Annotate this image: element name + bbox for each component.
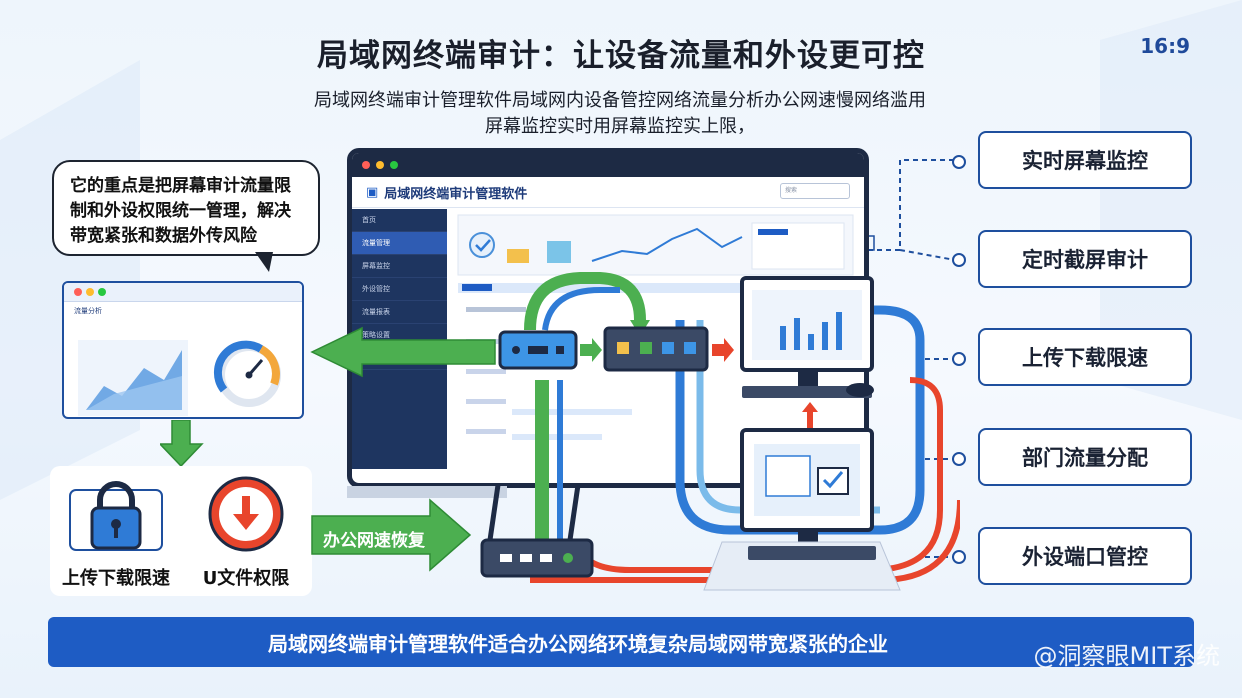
feature-dot [952, 550, 966, 564]
feature-card-realtime-screen: 实时屏幕监控 [978, 131, 1192, 189]
mini-window-charts [78, 340, 281, 416]
sidebar-item-traffic[interactable]: 流量管理 [352, 232, 447, 255]
maximize-dot-icon [98, 288, 106, 296]
sidebar-item-report[interactable]: 流量报表 [352, 301, 447, 324]
window-titlebar [352, 153, 864, 177]
subtitle-line-1: 局域网终端审计管理软件局域网内设备管控网络流量分析办公网速慢网络滥用 [314, 90, 926, 111]
watermark: @洞察眼MIT系统 [1033, 642, 1220, 670]
network-flow-diagram [310, 272, 960, 591]
feature-dot [952, 352, 966, 366]
minimize-dot-icon [376, 161, 384, 169]
app-header: ▣ 局域网终端审计管理软件 [352, 177, 864, 208]
app-title: 局域网终端审计管理软件 [384, 186, 528, 202]
close-dot-icon [74, 288, 82, 296]
sidebar-item-home[interactable]: 首页 [352, 209, 447, 232]
app-logo-icon: ▣ [366, 184, 379, 200]
feature-dot [952, 253, 966, 267]
sidebar-item-peripheral[interactable]: 外设管控 [352, 278, 447, 301]
usb-permission-label: U文件权限 [202, 568, 290, 589]
close-dot-icon [362, 161, 370, 169]
download-restricted-icon [208, 476, 284, 552]
security-panel: 上传下载限速 U文件权限 [50, 466, 312, 596]
down-arrow-icon [160, 420, 204, 468]
dashboard-content [457, 214, 854, 440]
bottom-banner: 局域网终端审计管理软件适合办公网络环境复杂局域网带宽紧张的企业 [48, 617, 1194, 667]
mini-window-titlebar [64, 283, 302, 302]
minimize-dot-icon [86, 288, 94, 296]
sidebar-item-screen[interactable]: 屏幕监控 [352, 255, 447, 278]
subtitle-line-2: 屏幕监控实时用屏幕监控实上限， [485, 116, 755, 137]
office-speed-recovered-label: 办公网速恢复 [323, 530, 425, 551]
speech-bubble: 它的重点是把屏幕审计流量限制和外设权限统一管理，解决带宽紧张和数据外传风险 [52, 160, 320, 256]
upload-limit-label: 上传下载限速 [62, 568, 170, 589]
speech-bubble-tail [255, 252, 273, 272]
search-input[interactable]: 搜索 [780, 183, 850, 199]
monitor-stand [347, 486, 507, 498]
aspect-ratio-label: 16:9 [1140, 34, 1190, 58]
traffic-analysis-window: 流量分析 [62, 281, 304, 419]
feature-card-dept-traffic: 部门流量分配 [978, 428, 1192, 486]
maximize-dot-icon [390, 161, 398, 169]
feature-card-port-control: 外设端口管控 [978, 527, 1192, 585]
mini-window-title: 流量分析 [74, 307, 102, 315]
lock-icon [69, 481, 163, 551]
feature-card-screenshot-audit: 定时截屏审计 [978, 230, 1192, 288]
subtitle: 局域网终端审计管理软件局域网内设备管控网络流量分析办公网速慢网络滥用 屏幕监控实… [180, 88, 1060, 140]
page-title: 局域网终端审计：让设备流量和外设更可控 [317, 38, 925, 74]
sidebar-nav: 首页 流量管理 屏幕监控 外设管控 流量报表 策略设置 系统管理 [352, 209, 447, 469]
feature-dot [952, 155, 966, 169]
feature-card-speed-limit: 上传下载限速 [978, 328, 1192, 386]
feature-dot [952, 452, 966, 466]
